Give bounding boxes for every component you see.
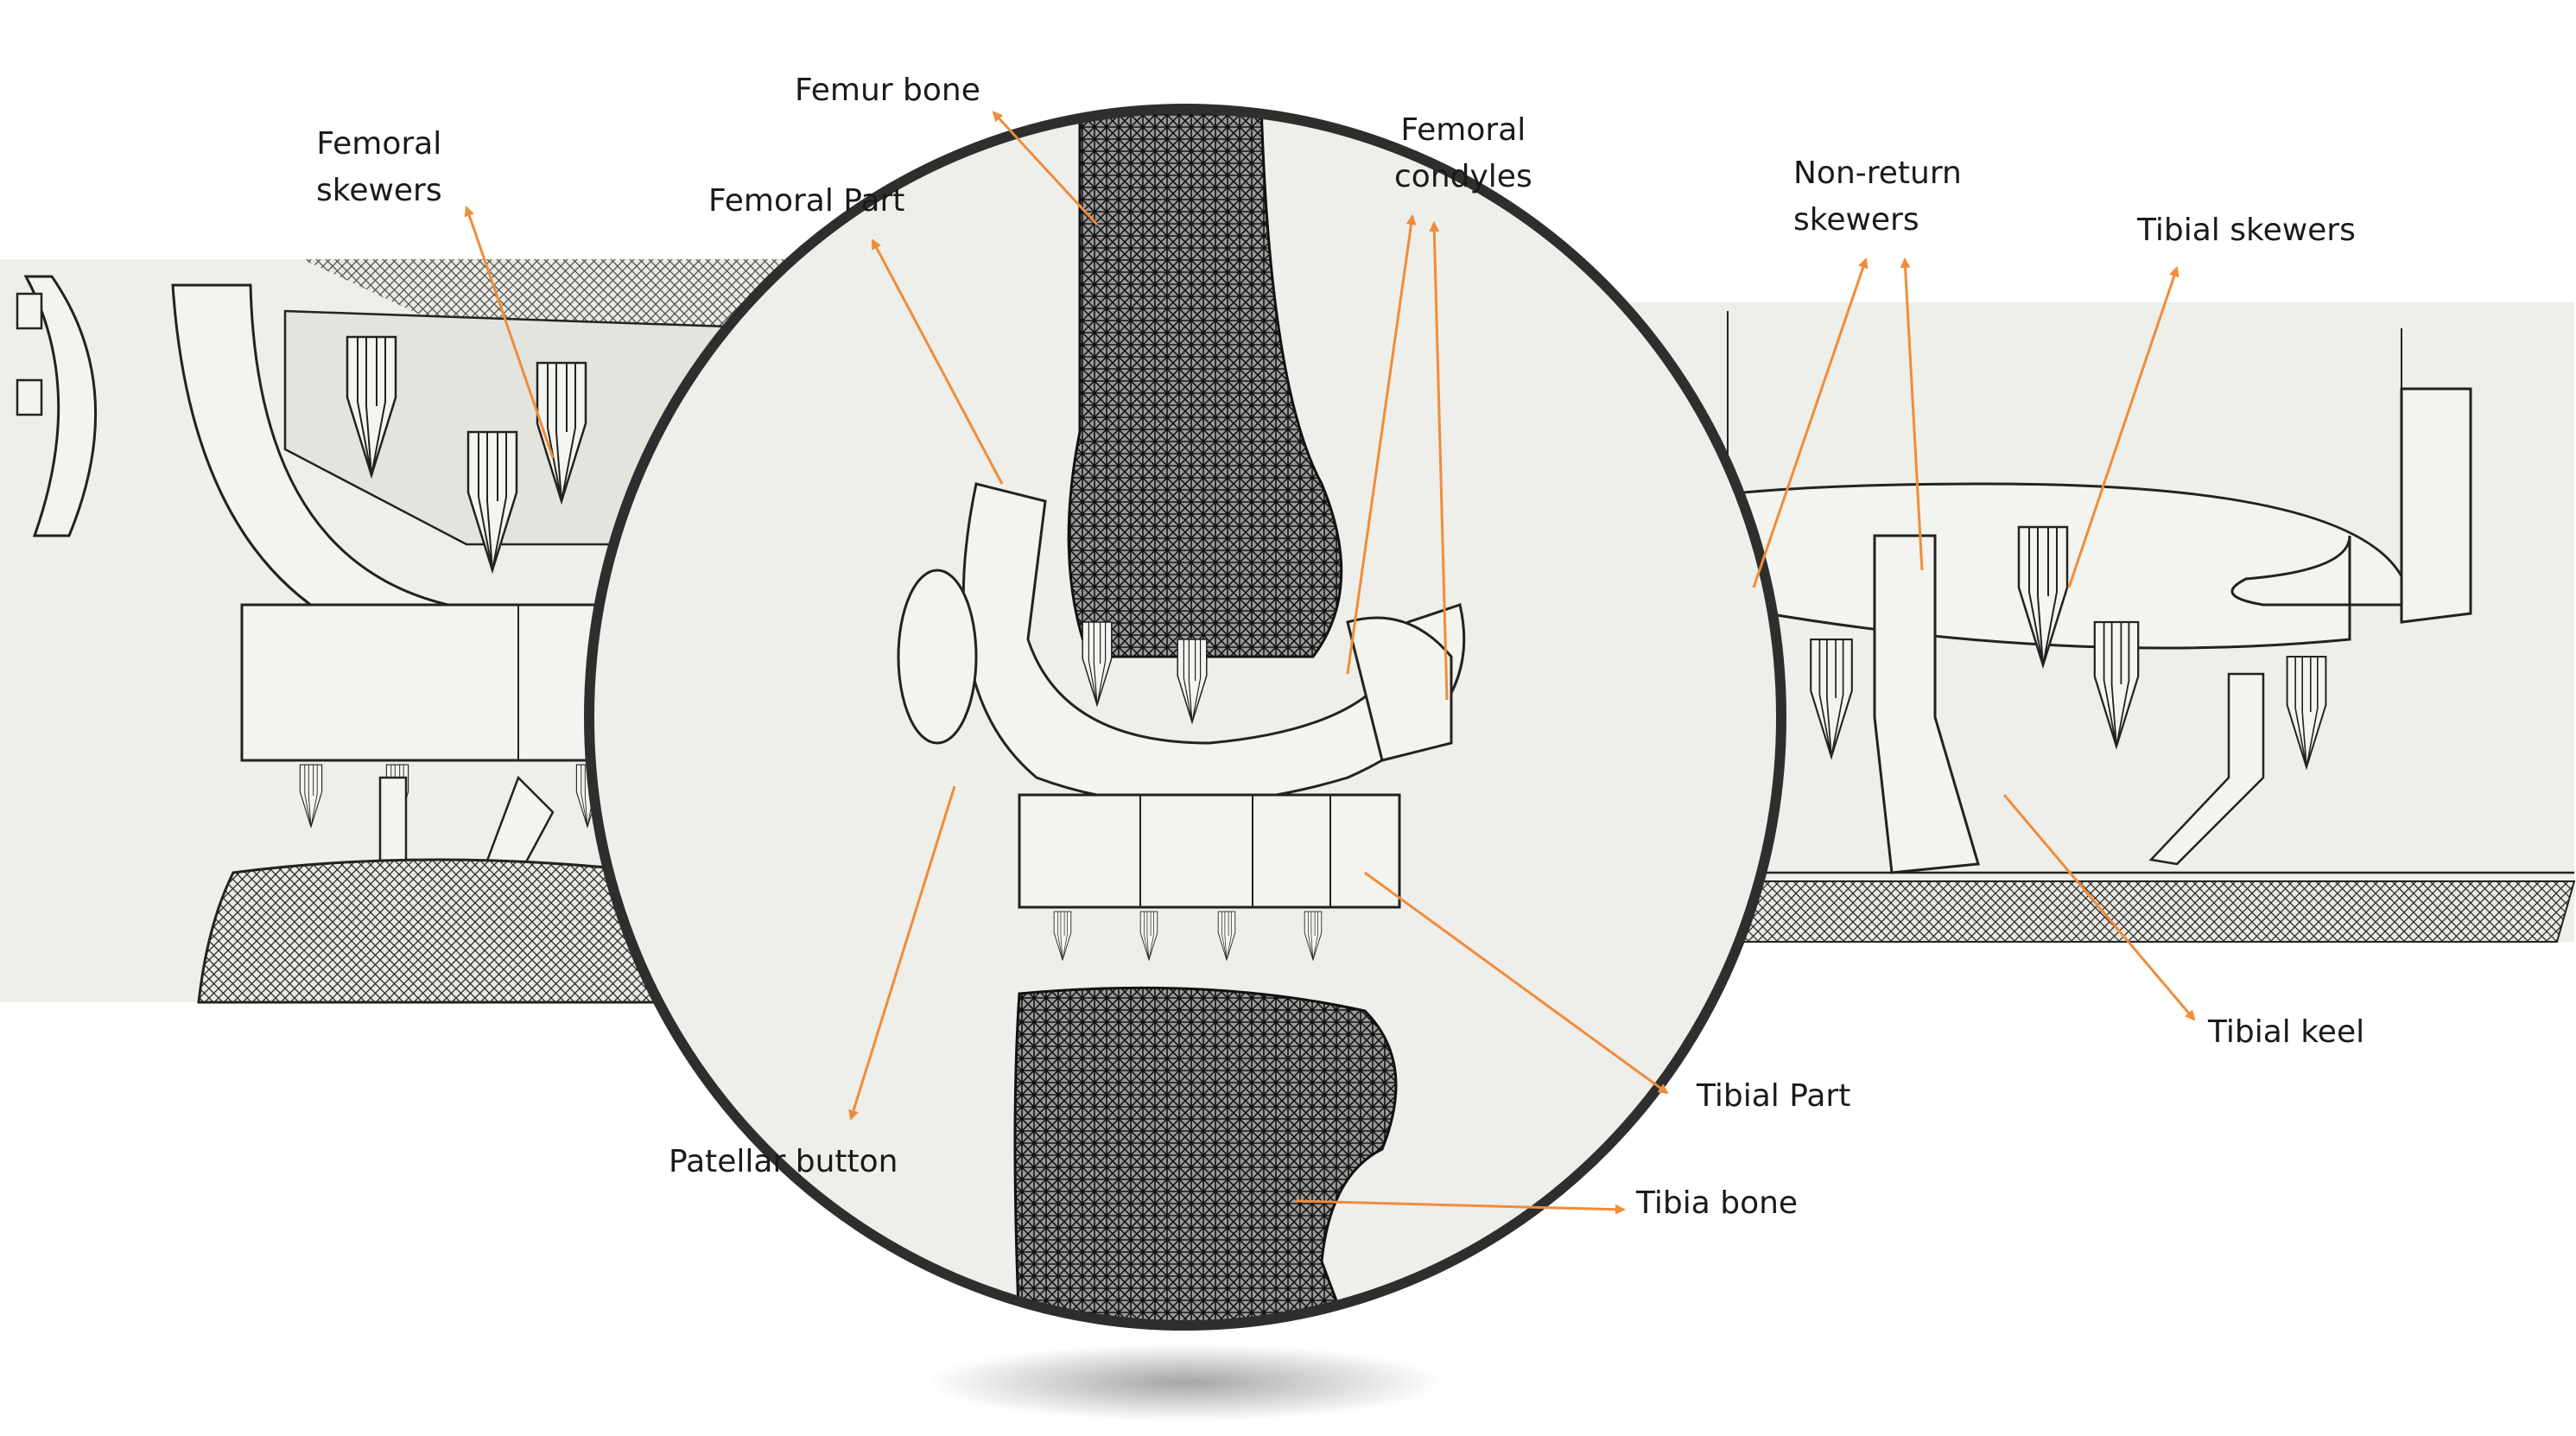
center-femoral-condyle — [1346, 616, 1453, 762]
center-tibial-block — [1018, 793, 1401, 909]
left-side-bolt-2 — [16, 378, 43, 416]
leader-lines — [464, 111, 2196, 1215]
label-tibial-keel: Tibial keel — [2208, 1014, 2365, 1050]
label-tibia-bone: Tibia bone — [1636, 1185, 1799, 1221]
right-keel-fin — [2148, 672, 2265, 866]
arrow-tibial-part — [1364, 871, 1669, 1095]
arrow-patellar-button — [848, 785, 956, 1121]
arrow-non-return-2 — [1900, 257, 1924, 571]
label-tibial-skewers: Tibial skewers — [2137, 213, 2356, 248]
center-oval-panel — [589, 109, 1780, 1325]
center-tibia-bone — [1013, 986, 1398, 1325]
label-femoral-condyles-line1: Femoral — [1400, 112, 1526, 148]
arrow-femoral-skewers — [464, 206, 555, 459]
arrow-femoral-condyles-1 — [1346, 214, 1417, 675]
label-tibial-part: Tibial Part — [1697, 1078, 1851, 1114]
label-non-return-skewers-line1: Non-return — [1793, 156, 1962, 191]
arrow-femoral-part — [871, 238, 1004, 485]
center-patellar-button — [897, 569, 978, 745]
center-oval-frame — [584, 104, 1786, 1331]
arrow-non-return-1 — [1752, 257, 1869, 588]
arrow-tibial-keel — [2002, 794, 2196, 1021]
label-femoral-condyles: Femoral condyles — [1394, 107, 1532, 200]
center-oval-shadow — [926, 1344, 1444, 1421]
left-side-bolt-1 — [16, 292, 43, 330]
label-patellar-button: Patellar button — [669, 1144, 898, 1179]
label-non-return-skewers-line2: skewers — [1793, 202, 1919, 238]
center-femur-bone — [1067, 109, 1343, 658]
arrow-tibial-skewers — [2067, 266, 2179, 588]
right-side-post — [2400, 387, 2472, 624]
arrow-tibia-bone — [1295, 1199, 1626, 1215]
arrow-femoral-condyles-2 — [1429, 221, 1449, 701]
label-femoral-skewers: Femoral skewers — [316, 121, 442, 214]
label-femoral-skewers-line1: Femoral — [316, 126, 442, 162]
left-side-plate — [23, 275, 98, 537]
label-femoral-skewers-line2: skewers — [316, 173, 442, 208]
label-femoral-condyles-line2: condyles — [1394, 159, 1532, 194]
label-non-return-skewers: Non-return skewers — [1793, 150, 1962, 244]
right-tibial-keel — [1873, 534, 1980, 874]
arrow-femur-bone — [992, 111, 1099, 226]
label-femur-bone: Femur bone — [795, 73, 980, 108]
label-femoral-part: Femoral Part — [708, 183, 905, 219]
